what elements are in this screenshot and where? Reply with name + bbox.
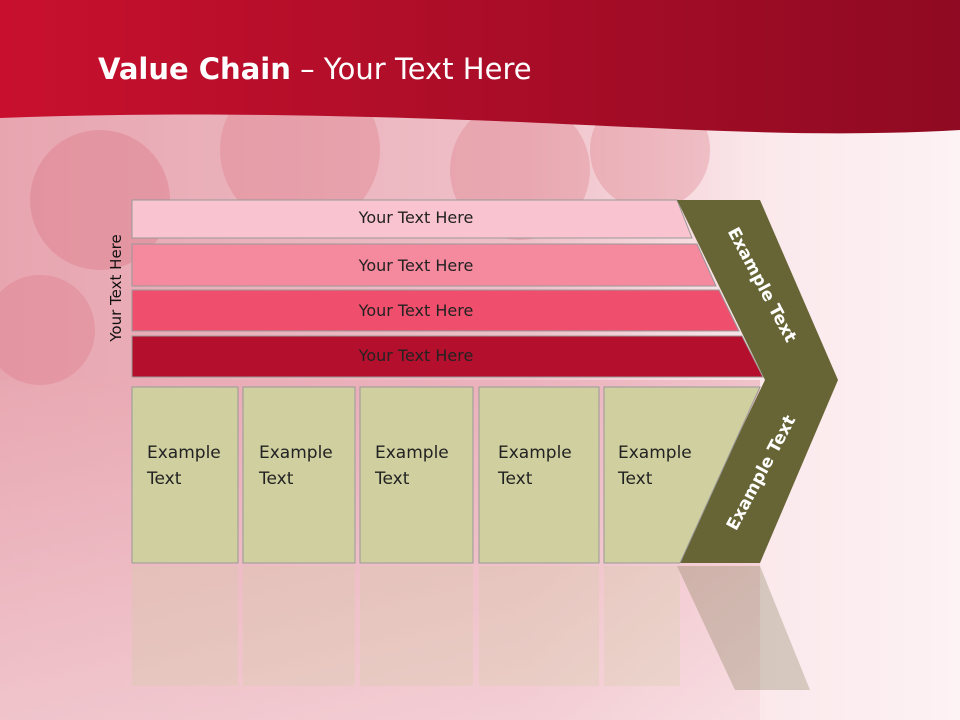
support-row-1-label: Your Text Here [358,208,474,227]
support-row-3 [131,289,740,332]
slide-title: Value Chain – Your Text Here [98,52,532,86]
primary-cell-4 [478,386,600,564]
chevron-top [677,200,838,380]
title-rest: – Your Text Here [290,52,532,86]
support-row-2-label: Your Text Here [358,256,474,275]
title-bold: Value Chain [98,52,291,86]
reflection [132,566,810,690]
primary-cell-3 [359,386,474,564]
primary-cell-1 [131,386,239,564]
primary-cell-5 [603,386,761,564]
support-row-3-label: Your Text Here [358,301,474,320]
primary-cell-2 [242,386,356,564]
support-row-2 [131,243,717,287]
support-row-1 [131,199,693,239]
support-row-4-label: Your Text Here [358,346,474,365]
chevron-bottom [677,380,838,563]
support-row-4 [131,335,764,378]
